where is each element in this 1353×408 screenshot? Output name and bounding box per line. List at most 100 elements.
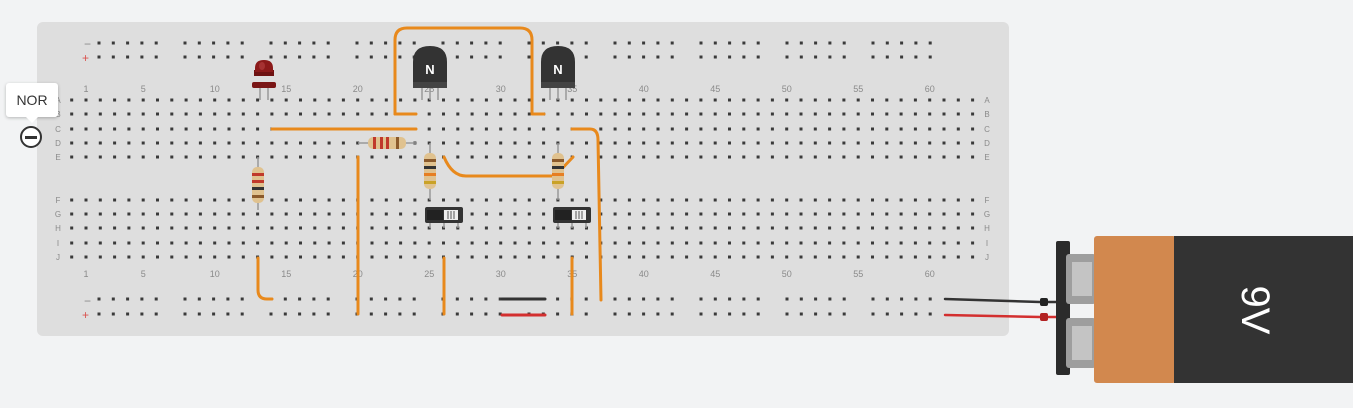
hole [284,112,288,116]
rail-hole [928,312,932,316]
rail-hole [369,55,373,59]
rail-hole [656,297,660,301]
hole [313,212,317,216]
resistor-2[interactable] [358,137,416,149]
hole [871,127,874,131]
minus-circle-icon [25,135,37,139]
hole [499,212,503,216]
hole [513,212,517,216]
hole [84,255,88,259]
rail-hole [269,312,273,316]
hole [456,98,460,102]
row-letter: B [984,110,989,119]
slide-switch-1[interactable] [425,207,463,228]
column-number-bottom: 40 [639,269,649,279]
hole [270,141,274,145]
hole [956,155,960,159]
hole [184,241,188,245]
hole [484,155,488,159]
hole [742,155,746,159]
rail-hole [670,41,674,45]
rail-plus-bottom: + [82,308,89,322]
hole [156,255,159,259]
rail-hole [226,312,230,316]
hole [971,127,975,131]
hole [599,98,603,102]
rail-hole [871,41,875,45]
hole [956,141,960,145]
hole [98,226,102,230]
rail-hole [298,297,302,301]
transistor-1[interactable]: N [413,46,447,100]
hole [585,198,588,202]
hole [685,241,689,245]
rail-hole [398,41,402,45]
hole [713,198,717,202]
hole [327,155,331,159]
rail-hole [355,41,359,45]
breadboard[interactable] [37,22,1009,336]
hole [184,255,188,259]
hole [670,226,674,230]
row-letter: F [56,196,61,205]
hole [356,112,360,116]
rail-hole [154,297,158,301]
hole [842,255,846,259]
hole [198,255,202,259]
column-number-top: 50 [782,84,792,94]
hole [341,112,345,116]
hole [341,155,345,159]
battery-9v[interactable]: 9V [1040,236,1353,383]
hole [499,127,503,131]
rail-hole [742,55,746,59]
hole [484,141,488,145]
hole [470,141,474,145]
hole [699,255,703,259]
hole [913,255,917,259]
hole [656,127,660,131]
column-number-top: 60 [925,84,935,94]
rail-hole [556,297,560,301]
rail-hole [412,312,416,316]
rail-hole [384,297,388,301]
hole [670,255,674,259]
hole [442,241,445,245]
hole [842,241,846,245]
resistor-1[interactable] [252,157,264,210]
delete-component-button[interactable] [20,126,42,148]
hole [613,112,617,116]
hole [299,255,302,259]
hole [928,155,932,159]
hole [685,155,689,159]
hole [942,226,946,230]
resistor-4[interactable] [552,143,564,200]
hole [556,112,560,116]
hole [742,112,746,116]
rail-hole [613,41,617,45]
hole [484,127,488,131]
led[interactable] [252,60,276,100]
rail-hole [183,41,187,45]
column-number-top: 40 [639,84,649,94]
hole [770,212,774,216]
hole [141,241,145,245]
resistor-3[interactable] [424,143,436,200]
hole [284,255,288,259]
hole [113,255,117,259]
transistor-2[interactable]: N [541,46,575,100]
hole [299,141,302,145]
rail-hole [871,55,875,59]
hole [270,255,274,259]
hole [756,255,760,259]
hole [442,127,445,131]
hole [685,226,689,230]
slide-switch-2[interactable] [553,207,591,228]
column-number-top: 20 [353,84,363,94]
rail-hole [756,312,760,316]
rail-hole [97,297,101,301]
rail-minus-bottom: − [84,294,91,308]
hole [413,198,417,202]
hole [141,112,145,116]
rail-hole [384,55,388,59]
